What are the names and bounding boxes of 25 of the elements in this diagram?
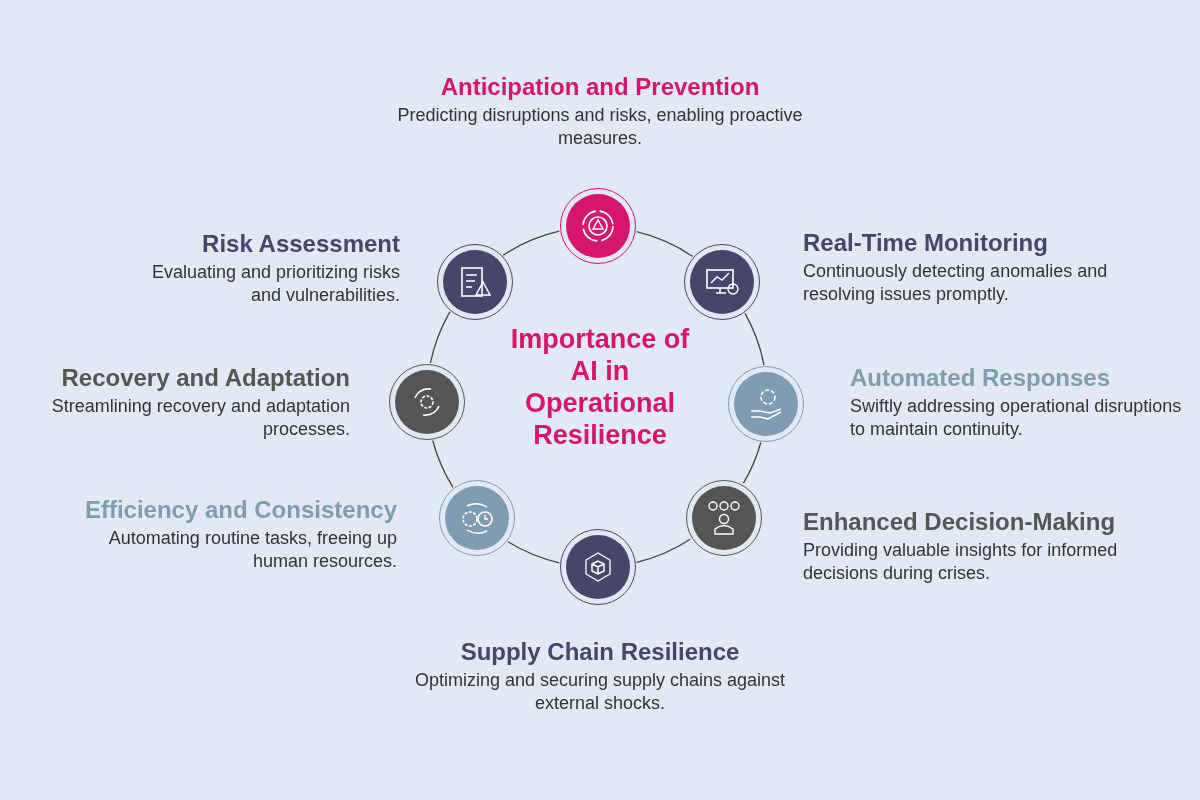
description: Swiftly addressing operational disruptions to maintain continuity. bbox=[850, 395, 1183, 441]
heading: Enhanced Decision-Making bbox=[803, 507, 1117, 537]
ring-connector bbox=[429, 310, 451, 364]
ring-connector bbox=[502, 230, 560, 256]
heading: Risk Assessment bbox=[201, 229, 400, 259]
ring-connector bbox=[635, 538, 691, 563]
ring-connector bbox=[744, 312, 765, 366]
heading: Recovery and Adaptation bbox=[60, 363, 350, 393]
heading: Anticipation and Prevention bbox=[439, 72, 761, 102]
ring-connector bbox=[635, 231, 694, 258]
description: Evaluating and prioritizing risks and vulnerabilities. bbox=[150, 261, 400, 307]
heading: Efficiency and Consistency bbox=[83, 495, 397, 525]
ring-connector bbox=[742, 441, 762, 484]
heading: Supply Chain Resilience bbox=[459, 637, 741, 667]
ring-connector bbox=[507, 541, 560, 564]
description: Optimizing and securing supply chains against external shocks. bbox=[413, 669, 787, 715]
description: Providing valuable insights for informed decisions during crises. bbox=[803, 539, 1119, 585]
description: Predicting disruptions and risks, enabling proactive measures. bbox=[396, 104, 804, 150]
center-title: Importance of AI in Operational Resilience bbox=[509, 323, 691, 451]
ring-connector bbox=[432, 439, 454, 488]
heading: Automated Responses bbox=[850, 363, 1112, 393]
description: Streamlining recovery and adaptation processes. bbox=[50, 395, 350, 441]
description: Continuously detecting anomalies and resolving issues promptly. bbox=[803, 260, 1109, 306]
description: Automating routine tasks, freeing up human resources. bbox=[107, 527, 397, 573]
heading: Real-Time Monitoring bbox=[803, 228, 1049, 258]
